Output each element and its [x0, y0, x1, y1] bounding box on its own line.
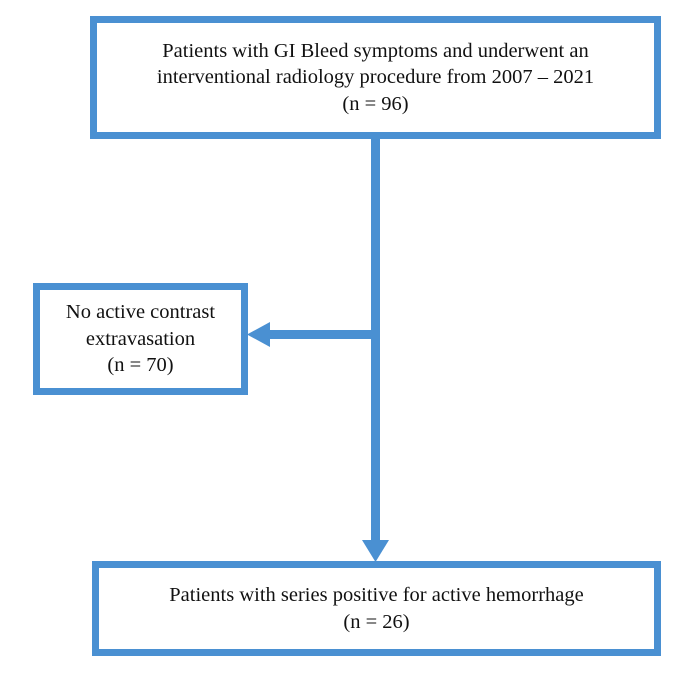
- arrowhead-left-icon: [247, 322, 270, 347]
- connector-vertical-stem: [371, 138, 380, 546]
- flow-node-excluded-label: No active contrast extravasation (n = 70…: [65, 301, 216, 377]
- flow-node-outcome-label: Patients with series positive for active…: [169, 583, 584, 633]
- flow-node-enrollment[interactable]: Patients with GI Bleed symptoms and unde…: [90, 16, 661, 139]
- flow-node-enrollment-label: Patients with GI Bleed symptoms and unde…: [156, 39, 595, 115]
- connector-horizontal-branch: [268, 330, 378, 339]
- flow-node-outcome[interactable]: Patients with series positive for active…: [92, 561, 661, 656]
- arrowhead-down-icon: [362, 540, 389, 562]
- flow-node-excluded[interactable]: No active contrast extravasation (n = 70…: [33, 283, 248, 395]
